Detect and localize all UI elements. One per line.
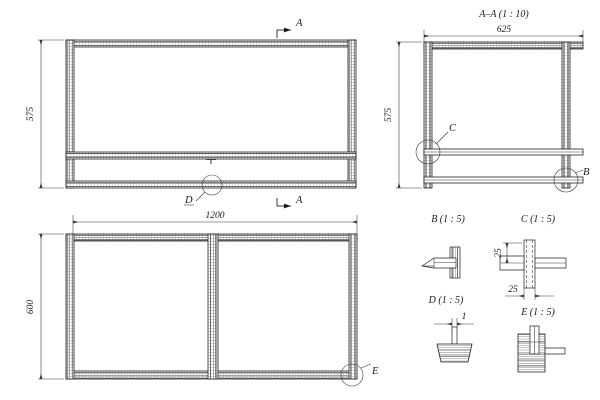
- section-arrow-a-top: A: [276, 18, 303, 38]
- plan-depth-dimension: 600: [26, 233, 64, 380]
- detail-c-title: C (1 : 5): [521, 214, 556, 225]
- detail-callout-b-label: B: [583, 167, 590, 178]
- detail-callout-c-label: C: [449, 123, 457, 134]
- section-mid-rail: [423, 148, 584, 156]
- section-left-column: [423, 41, 433, 189]
- section-a-a-view: A–A (1 : 10) 625: [384, 9, 590, 193]
- section-width-dimension: 625: [423, 25, 584, 42]
- detail-callout-b: B: [553, 167, 590, 193]
- detail-d: D (1 : 5) 1: [428, 295, 474, 363]
- detail-d-thickness-value: 1: [462, 312, 467, 322]
- section-arrow-a-bottom: A: [276, 195, 303, 209]
- section-arrow-a-top-label: A: [295, 18, 303, 29]
- front-centre-stiffener: [206, 158, 216, 164]
- front-elevation-view: 575 A A D: [26, 18, 357, 209]
- detail-callout-d-label: D: [184, 195, 193, 206]
- plan-view: 1200: [26, 211, 379, 387]
- detail-c-vertical-value: 25: [494, 248, 504, 258]
- detail-callout-e: E: [340, 363, 379, 387]
- front-mid-rail: [65, 151, 357, 160]
- detail-b-geometry: [421, 246, 461, 279]
- detail-d-geometry: 1: [434, 312, 474, 363]
- plan-width-value: 1200: [206, 211, 225, 221]
- detail-b: B (1 : 5): [421, 214, 465, 279]
- detail-c-horizontal-value: 25: [508, 285, 518, 295]
- front-bottom-rail: [65, 180, 357, 189]
- front-height-dimension: 575: [26, 39, 64, 189]
- detail-callout-d: D: [184, 174, 223, 206]
- section-height-dimension: 575: [384, 41, 422, 189]
- detail-e: E (1 : 5): [517, 307, 566, 373]
- detail-b-title: B (1 : 5): [431, 214, 465, 225]
- section-width-value: 625: [497, 25, 512, 35]
- section-a-a-title: A–A (1 : 10): [478, 9, 529, 20]
- front-right-column: [347, 39, 357, 189]
- detail-callout-c: C: [415, 123, 457, 165]
- front-left-column: [65, 39, 75, 189]
- plan-left-stile: [65, 233, 75, 380]
- section-bottom-rail: [423, 176, 584, 184]
- plan-right-stile: [348, 233, 358, 380]
- front-height-value: 575: [26, 107, 36, 122]
- detail-e-title: E (1 : 5): [520, 307, 555, 318]
- detail-callout-e-label: E: [371, 366, 379, 377]
- plan-width-dimension: 1200: [72, 211, 358, 234]
- section-arrow-a-bottom-label: A: [295, 195, 303, 206]
- section-height-value: 575: [384, 108, 394, 123]
- plan-centre-divider: [207, 233, 219, 380]
- detail-c-geometry: 25 25: [494, 239, 567, 300]
- section-right-column: [561, 41, 571, 189]
- section-top-beam: [423, 41, 584, 50]
- detail-c: C (1 : 5) 25 25: [494, 214, 567, 300]
- plan-depth-value: 600: [26, 300, 36, 315]
- detail-d-title: D (1 : 5): [428, 295, 464, 306]
- front-top-beam: [65, 39, 357, 48]
- detail-e-geometry: [517, 325, 566, 373]
